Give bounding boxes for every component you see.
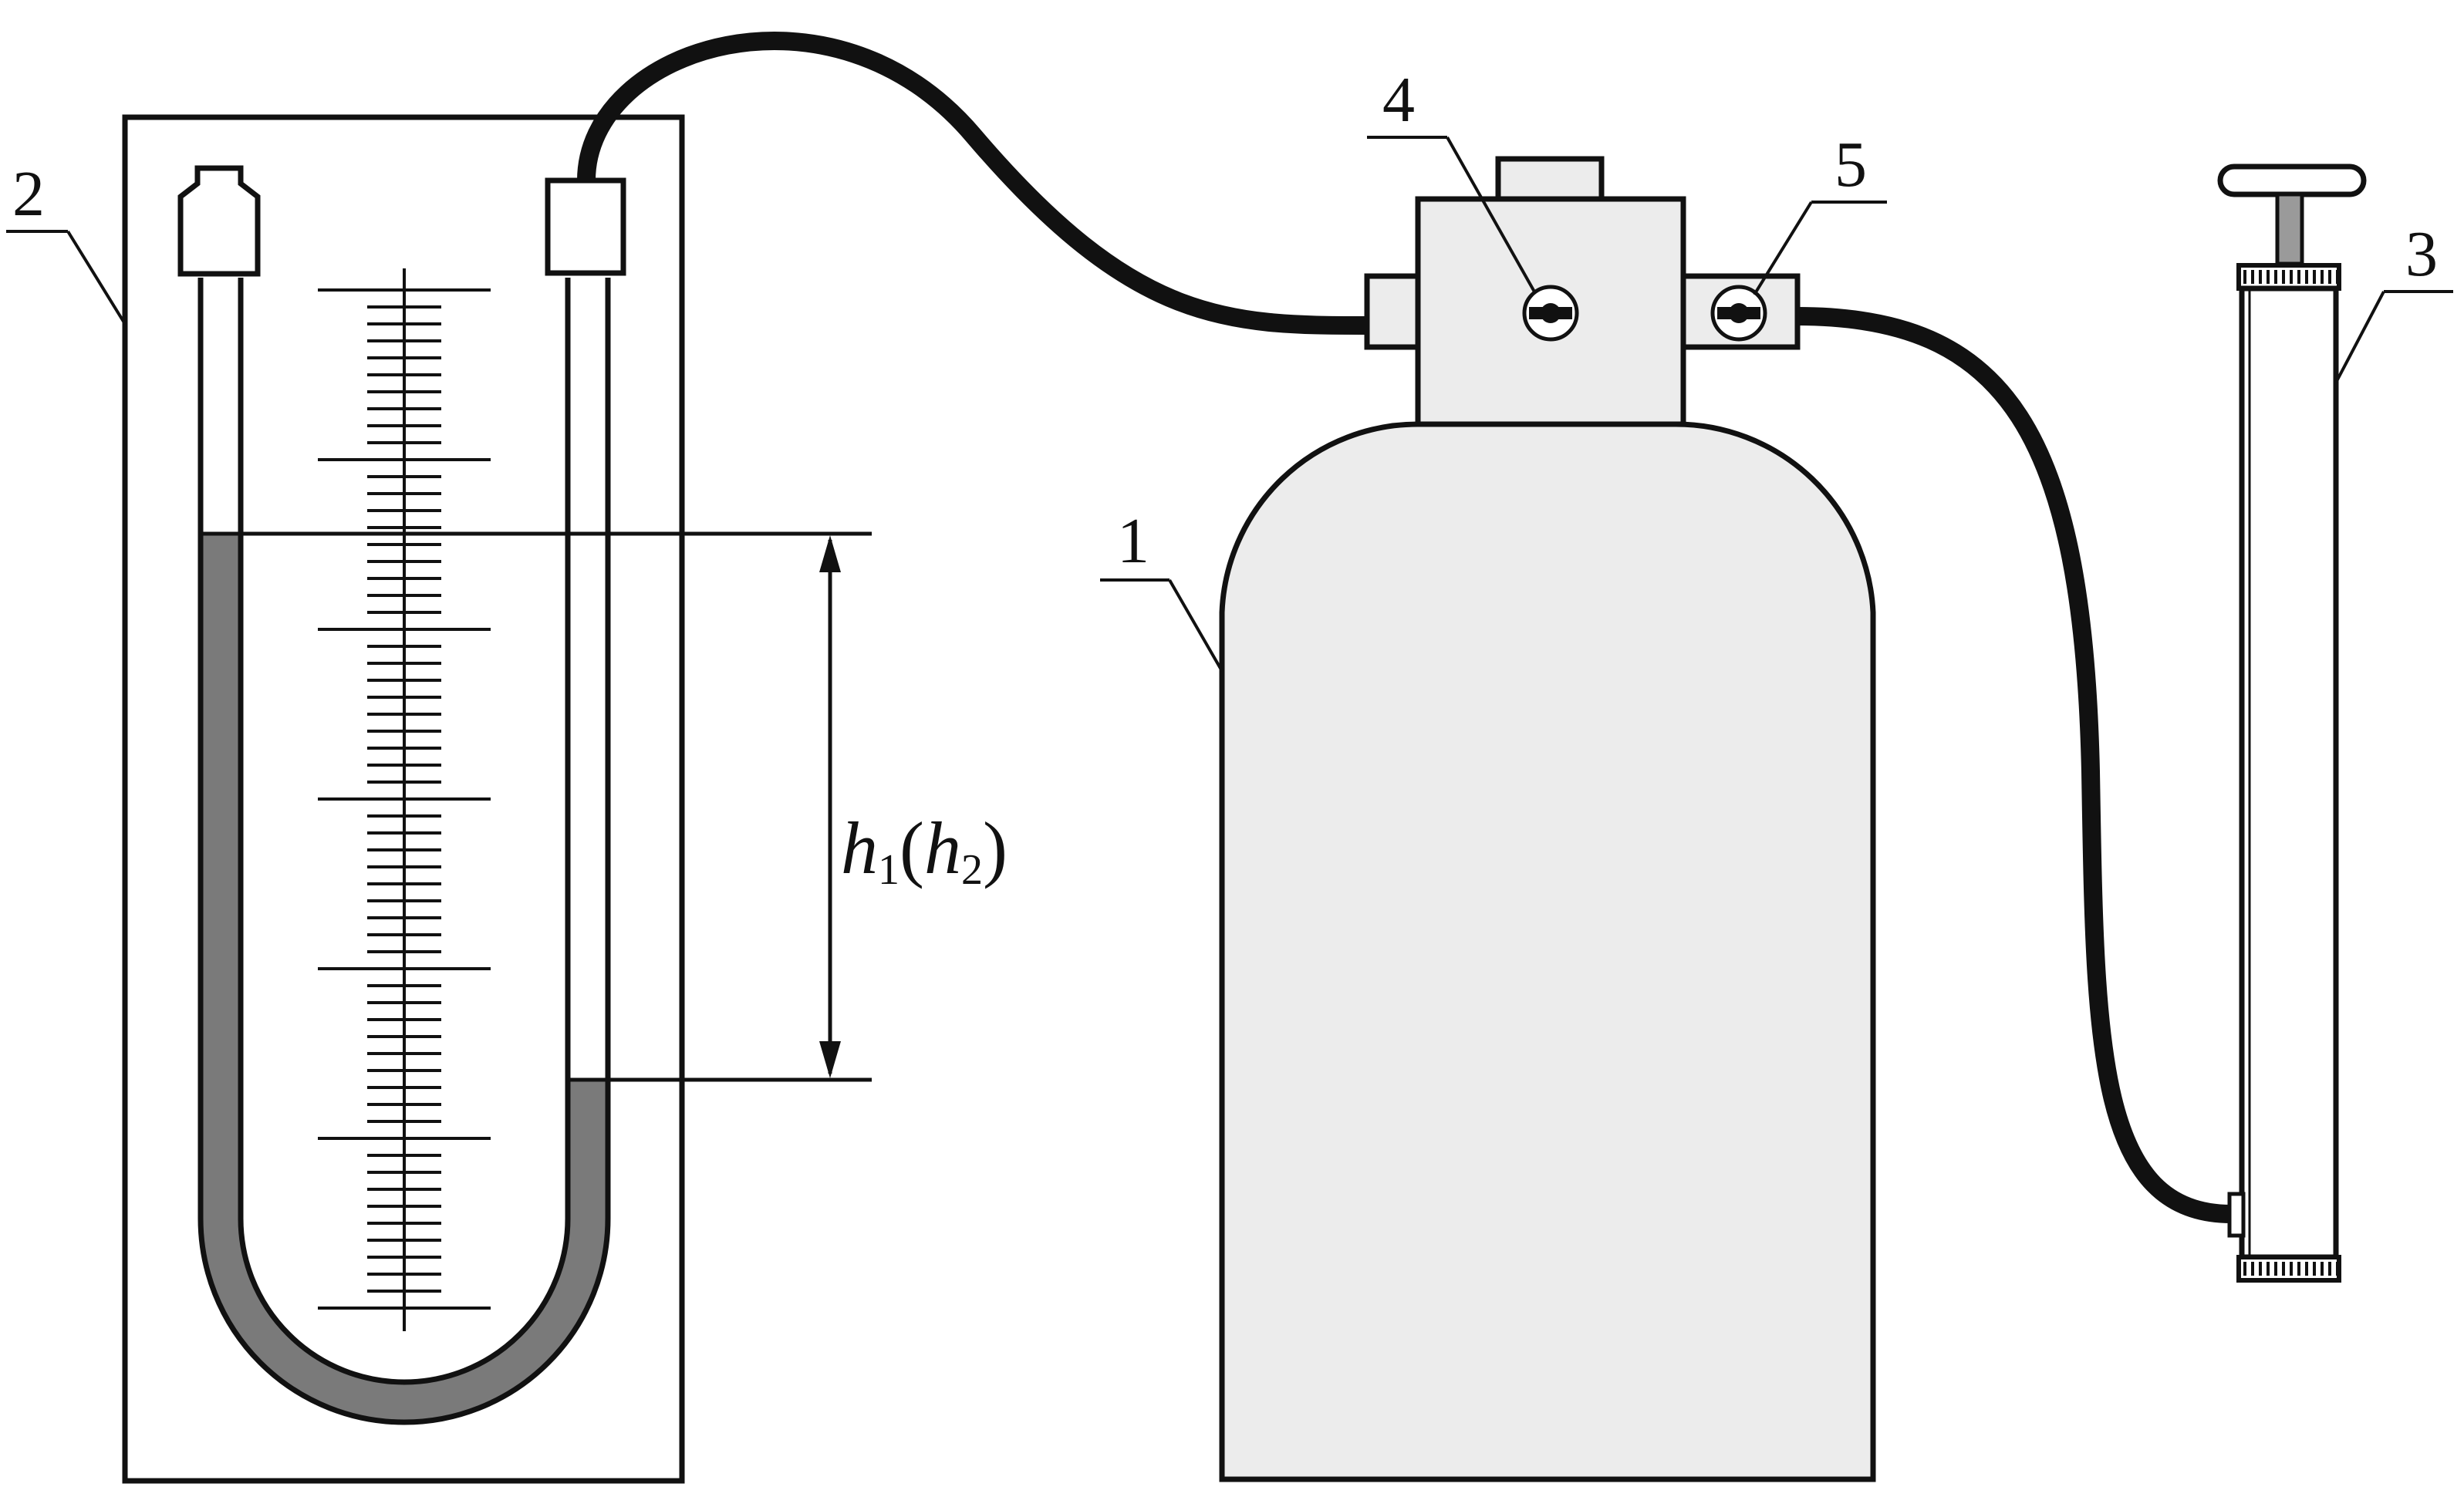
valve-4 — [1522, 285, 1579, 342]
label-manometer: 2 — [12, 158, 45, 230]
h1-subscript: 1 — [878, 846, 900, 894]
pump-barrel — [2239, 285, 2339, 1260]
label-valve-4: 4 — [1382, 64, 1415, 136]
measurement-scale — [318, 268, 491, 1331]
label-valve-5: 5 — [1834, 129, 1867, 201]
right-tube-connector — [545, 177, 626, 276]
bottle-left-port — [1364, 273, 1421, 350]
h2-symbol: h — [923, 807, 961, 889]
pump-rod — [2275, 192, 2304, 266]
leader-2-diagonal — [66, 230, 127, 325]
valve-5 — [1710, 285, 1767, 342]
hose-bottle-to-pump — [1797, 307, 2232, 1223]
u-tube-inner-wall — [238, 278, 571, 1385]
close-paren: ) — [982, 807, 1008, 889]
height-arrow-bottom-head — [819, 1041, 841, 1078]
height-arrow-top-head — [819, 535, 841, 572]
h1-symbol: h — [841, 807, 878, 889]
manometer-liquid — [201, 534, 608, 1422]
bottle-body — [1219, 421, 1876, 1482]
pump-inlet-nozzle — [2227, 1192, 2246, 1238]
left-tube-cap — [177, 165, 261, 277]
h2-subscript: 2 — [960, 846, 983, 894]
leader-3-diagonal — [2334, 291, 2385, 383]
gas-bottle — [1100, 136, 1887, 1482]
leader-4-diagonal — [1446, 137, 1537, 294]
bottle-head-top-cap — [1495, 156, 1605, 202]
open-paren: ( — [900, 807, 924, 889]
pump-handle — [2217, 164, 2367, 197]
label-pump: 3 — [2405, 218, 2438, 290]
u-tube-outer-wall — [197, 278, 611, 1425]
leader-5-diagonal — [1753, 201, 1813, 296]
label-bottle: 1 — [1117, 505, 1149, 577]
hand-pump — [2217, 164, 2453, 1283]
leader-1-diagonal — [1168, 579, 1224, 672]
pump-cap-knurls — [2243, 270, 2339, 1276]
height-difference-label: h1(h2) — [841, 811, 1008, 892]
hose-manometer-to-bottle — [577, 32, 1368, 335]
u-tube-manometer — [6, 114, 872, 1484]
